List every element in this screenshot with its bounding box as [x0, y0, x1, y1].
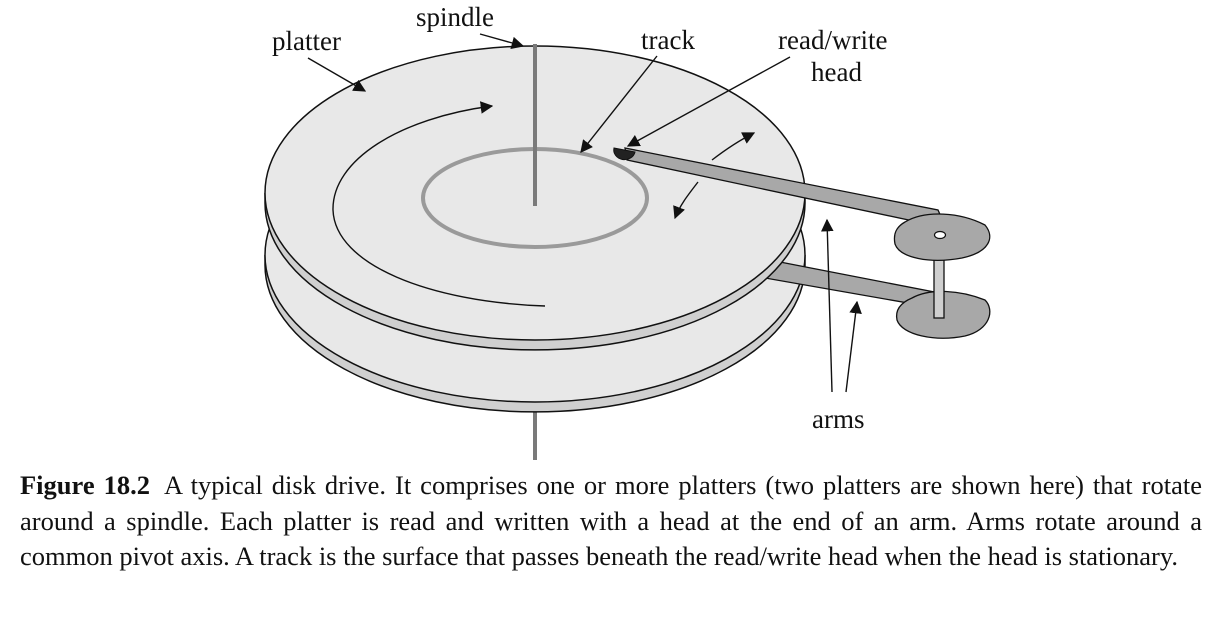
- arms-callout-arrow-upper: [821, 218, 834, 393]
- head-label: head: [811, 57, 862, 87]
- arm-swing-arrow-down: [673, 181, 699, 220]
- spindle-label: spindle: [416, 2, 494, 32]
- arms-callout-arrow-lower: [845, 300, 862, 393]
- read-write-head: [613, 147, 636, 161]
- arms-label: arms: [812, 404, 864, 434]
- read-write-label: read/write: [778, 25, 887, 55]
- disk-drive-figure: spindle platter track read/write head ar…: [264, 2, 991, 460]
- track-label: track: [641, 25, 695, 55]
- upper-arm: [624, 147, 991, 261]
- lower-arm: [763, 261, 991, 339]
- arm-swing-arrow-up: [711, 132, 756, 161]
- head-callout-arrow: [626, 56, 791, 147]
- spindle-callout-arrow: [479, 33, 525, 50]
- track-callout-arrow: [580, 55, 658, 153]
- platter-callout-arrow: [307, 57, 367, 92]
- figure-number: Figure 18.2: [20, 470, 150, 500]
- rotation-arrow: [332, 101, 546, 307]
- disk-drive-diagram: spindle platter track read/write head ar…: [264, 2, 991, 460]
- platter-label: platter: [272, 26, 341, 56]
- caption-text: A typical disk drive. It comprises one o…: [20, 470, 1202, 571]
